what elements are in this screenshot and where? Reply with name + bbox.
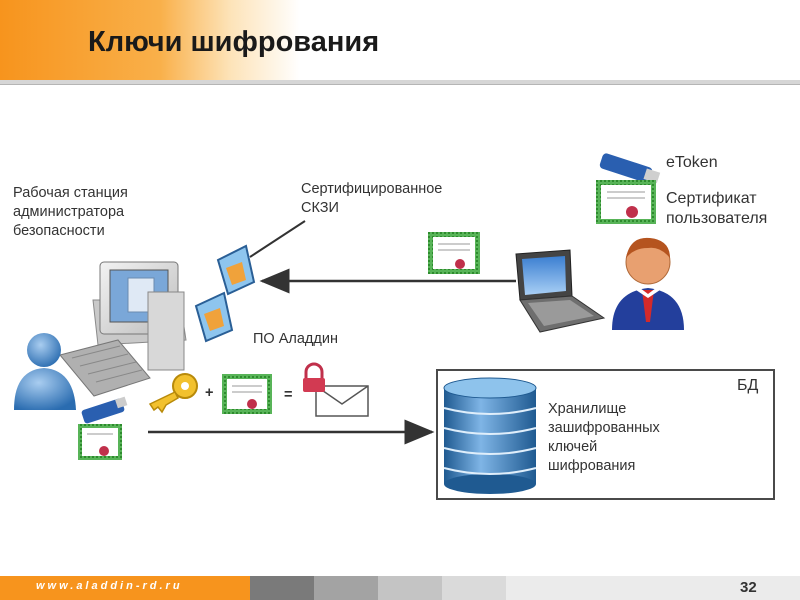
page-title: Ключи шифрования (88, 26, 380, 58)
etoken-icon (599, 153, 661, 184)
etoken-small-icon (81, 396, 128, 424)
certificate-icon (222, 374, 272, 414)
footer-url[interactable]: www.aladdin-rd.ru (36, 580, 183, 592)
header-band (0, 0, 800, 80)
etoken-label: eToken (666, 154, 718, 171)
footer-segment (314, 576, 378, 600)
admin-workstation-label: Рабочая станция администратора безопасно… (13, 185, 128, 239)
storage-label: Хранилище зашифрованных ключей шифровани… (548, 401, 660, 474)
page-number: 32 (740, 579, 757, 596)
database-icon (443, 377, 537, 494)
footer-segment (506, 576, 800, 600)
key-icon (148, 373, 198, 414)
skzi-token-icon (194, 244, 256, 343)
equals-sign: = (284, 387, 293, 403)
admin-user-icon (14, 333, 76, 410)
admin-computer-icon (59, 261, 187, 397)
footer-segment (250, 576, 314, 600)
user-certificate-label: Сертификат пользователя (666, 190, 768, 227)
skzi-label: Сертифицированное СКЗИ (301, 181, 443, 216)
certificate-transfer-icon (428, 232, 480, 274)
footer-segment (378, 576, 442, 600)
skzi-leader-line (249, 220, 306, 258)
user-certificate-icon (596, 180, 656, 224)
certificate-small-icon (78, 424, 122, 460)
laptop-icon (515, 249, 606, 333)
db-label: БД (737, 377, 759, 394)
aladdin-software-label: ПО Аладдин (253, 331, 338, 347)
encrypted-envelope-icon (303, 362, 369, 417)
footer-accent (0, 576, 250, 600)
header-divider (0, 80, 800, 85)
footer-segment (442, 576, 506, 600)
user-icon (612, 237, 684, 330)
plus-sign: + (205, 385, 214, 401)
